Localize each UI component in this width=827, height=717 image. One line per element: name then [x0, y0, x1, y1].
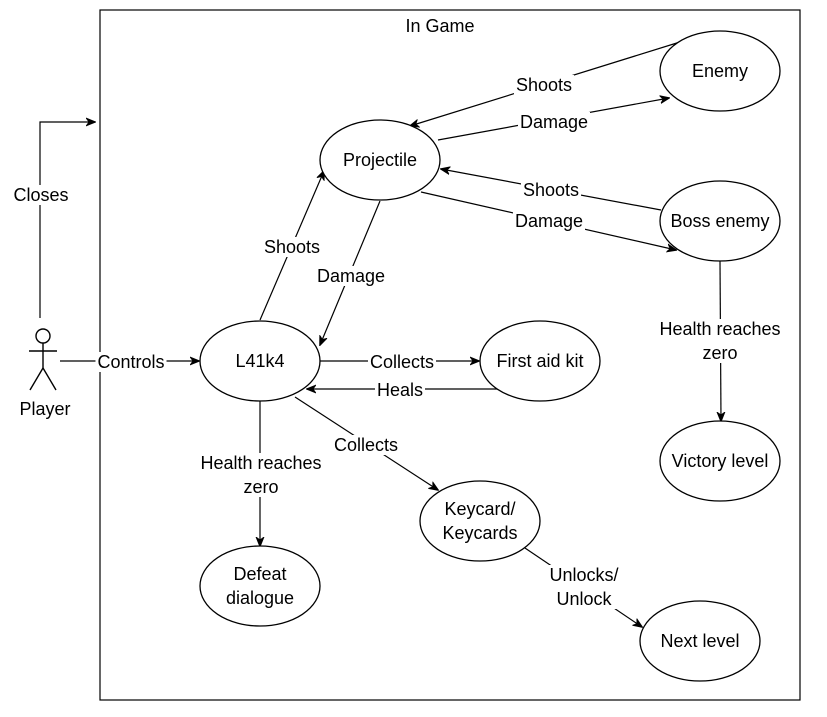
edge-label-boss-shoots: Shoots	[523, 180, 579, 200]
edge-label-background	[513, 75, 575, 95]
edge-label-background	[11, 185, 71, 205]
edge-label-background	[198, 453, 324, 497]
edge-label-background	[517, 112, 591, 132]
usecase-l41k4[interactable]: L41k4	[199, 320, 321, 402]
edge-label-background	[657, 319, 783, 363]
actor-left-leg	[29, 367, 44, 391]
usecase-victory-level-label: Victory level	[672, 451, 769, 471]
edge-label-enemy-shoots: Shoots	[516, 75, 572, 95]
usecase-enemy[interactable]: Enemy	[659, 30, 781, 112]
usecase-first-aid-kit[interactable]: First aid kit	[479, 320, 601, 402]
edge-label-background	[512, 211, 586, 231]
actor-player[interactable]	[29, 328, 57, 391]
edge-label-background	[95, 352, 167, 372]
edge-label-heals: Heals	[377, 380, 423, 400]
edge-label-controls: Controls	[97, 352, 164, 372]
edge-label-collects-aid: Collects	[370, 352, 434, 372]
usecase-keycard-label: Keycard/Keycards	[442, 499, 517, 543]
edge-label-background	[367, 352, 437, 372]
edge-label-background	[520, 180, 582, 200]
edge-label-player-shoots: Shoots	[264, 237, 320, 257]
usecase-next-level-label: Next level	[660, 631, 739, 651]
usecase-first-aid-kit-label: First aid kit	[496, 351, 583, 371]
edge-label-closes: Closes	[13, 185, 68, 205]
actor-head-icon	[35, 328, 51, 344]
actor-right-leg	[42, 367, 57, 391]
edge-label-collects-key: Collects	[334, 435, 398, 455]
edge-label-player-damage: Damage	[317, 266, 385, 286]
usecase-victory-level[interactable]: Victory level	[659, 420, 781, 502]
usecase-enemy-label: Enemy	[692, 61, 748, 81]
actor-player-label: Player	[19, 399, 70, 419]
usecase-l41k4-label: L41k4	[235, 351, 284, 371]
edge-label-background	[331, 435, 401, 455]
usecase-projectile[interactable]: Projectile	[319, 119, 441, 201]
edge-label-unlocks: Unlocks/Unlock	[549, 565, 618, 609]
usecase-boss-enemy[interactable]: Boss enemy	[659, 180, 781, 262]
edge-label-background	[547, 565, 621, 609]
edge-label-boss-damage: Damage	[515, 211, 583, 231]
usecase-boss-enemy-label: Boss enemy	[670, 211, 769, 231]
usecase-keycard[interactable]: Keycard/Keycards	[419, 480, 541, 562]
edge-label-background	[374, 380, 426, 400]
edge-closes	[39, 122, 95, 318]
edge-label-enemy-damage: Damage	[520, 112, 588, 132]
usecase-projectile-label: Projectile	[343, 150, 417, 170]
edge-label-background	[314, 266, 388, 286]
edge-label-background	[261, 237, 323, 257]
system-boundary-title: In Game	[405, 16, 474, 36]
usecase-next-level[interactable]: Next level	[639, 600, 761, 682]
